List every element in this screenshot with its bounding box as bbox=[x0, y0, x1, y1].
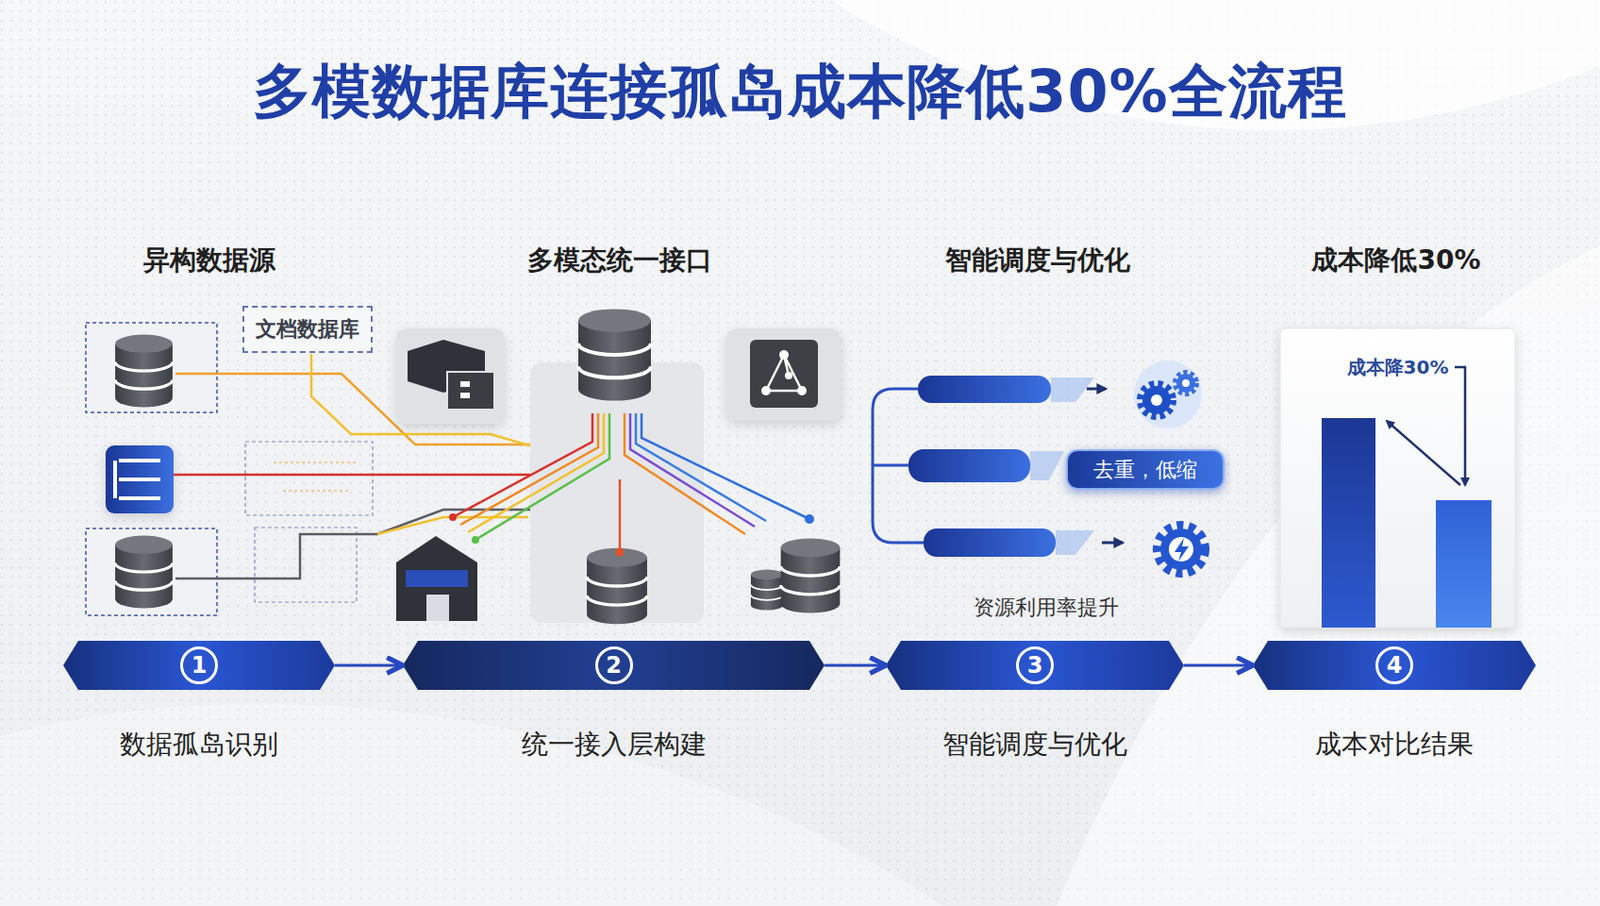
stage-heading: 智能调度与优化 bbox=[801, 244, 1274, 277]
step-connector bbox=[1183, 664, 1253, 667]
wire-dot bbox=[804, 514, 815, 524]
database-icon bbox=[115, 334, 173, 408]
motion-tail bbox=[1030, 450, 1065, 481]
step-caption: 数据孤岛识别 bbox=[119, 726, 279, 763]
structured-data-lines bbox=[115, 460, 161, 499]
page-title: 多模数据库连接孤岛成本降低30%全流程 bbox=[0, 56, 1600, 127]
graph-vertex bbox=[797, 385, 807, 396]
stage-heading: 成本降低30% bbox=[1160, 244, 1600, 277]
process-pill bbox=[923, 528, 1056, 557]
step-band: 3智能调度与优化 bbox=[885, 640, 1184, 690]
chevron-band bbox=[402, 640, 825, 690]
warehouse-door bbox=[426, 594, 450, 621]
bar-after bbox=[1435, 500, 1492, 628]
scheduling-illustration bbox=[872, 360, 1205, 573]
graph-edges bbox=[766, 354, 802, 391]
graph-vertex bbox=[784, 371, 793, 380]
step-number: 1 bbox=[180, 646, 218, 684]
process-pill bbox=[917, 375, 1051, 403]
warehouse-window bbox=[405, 569, 468, 587]
dashed-wire bbox=[273, 462, 359, 491]
process-pill: 去重，低缩 bbox=[1066, 449, 1225, 490]
chart-panel bbox=[1280, 328, 1516, 628]
step-band: 4成本对比结果 bbox=[1252, 640, 1536, 690]
fan-wires bbox=[452, 413, 810, 552]
chevron-band bbox=[1252, 640, 1536, 690]
package-detail bbox=[460, 392, 470, 399]
database-icon bbox=[750, 568, 784, 610]
cost-chart bbox=[1280, 328, 1516, 628]
power-gear-icon bbox=[1160, 528, 1202, 570]
data-wire bbox=[618, 479, 622, 552]
structured-data-icon bbox=[105, 445, 174, 514]
chart-panel: 成本降30% bbox=[1280, 328, 1516, 628]
gear-hole bbox=[1168, 536, 1194, 562]
data-wire bbox=[467, 413, 604, 533]
warehouse-icon bbox=[396, 535, 478, 621]
wire-dot bbox=[616, 548, 625, 557]
gear-hole bbox=[1150, 394, 1163, 406]
gear-teeth bbox=[1157, 525, 1205, 573]
graph-vertex bbox=[761, 385, 771, 396]
dashed-frame bbox=[85, 528, 217, 616]
small-arrow bbox=[1086, 387, 1106, 391]
step-number: 2 bbox=[595, 646, 634, 684]
step-number: 4 bbox=[1375, 646, 1414, 684]
database-icon bbox=[586, 548, 648, 625]
package-icon bbox=[447, 371, 495, 410]
stage-heading: 异构数据源 bbox=[0, 244, 446, 277]
graph-vertex bbox=[779, 350, 789, 360]
wire-dot bbox=[449, 513, 457, 521]
process-pill bbox=[908, 449, 1031, 483]
dashed-frame bbox=[254, 527, 357, 602]
step-connector bbox=[334, 664, 403, 667]
gear-teeth bbox=[1175, 372, 1197, 394]
reduction-arrow bbox=[1386, 420, 1461, 485]
icon-card bbox=[726, 328, 842, 421]
database-icon bbox=[781, 537, 841, 613]
background-swoosh bbox=[0, 703, 944, 906]
interface-illustration bbox=[396, 308, 842, 624]
gear-icon bbox=[1176, 373, 1196, 393]
step-connector bbox=[824, 664, 886, 667]
note-label: 资源利用率提升 bbox=[810, 595, 1283, 620]
wire-dot bbox=[471, 535, 480, 544]
database-icon bbox=[115, 535, 173, 609]
dashed-frame bbox=[85, 322, 217, 413]
small-arrow bbox=[1101, 541, 1123, 545]
chevron-band bbox=[885, 640, 1184, 690]
gear-icon bbox=[1142, 385, 1171, 415]
process-name: 去重，低缩 bbox=[1093, 455, 1198, 484]
source-box: 文档数据库 bbox=[242, 305, 373, 353]
data-wire bbox=[630, 413, 755, 527]
stage-heading: 多模态统一接口 bbox=[383, 244, 856, 277]
step-caption: 成本对比结果 bbox=[1315, 726, 1474, 763]
step-number: 3 bbox=[1016, 646, 1054, 684]
gear-hole bbox=[1182, 379, 1190, 387]
chevron-band bbox=[63, 640, 335, 690]
source-icons bbox=[85, 322, 373, 616]
motion-tail bbox=[1055, 530, 1095, 555]
graph-db-icon bbox=[750, 339, 818, 408]
gear-teeth bbox=[1140, 383, 1173, 417]
step-caption: 智能调度与优化 bbox=[942, 726, 1128, 763]
step-band: 2统一接入层构建 bbox=[402, 640, 825, 690]
package-detail bbox=[460, 381, 470, 387]
source-name: 文档数据库 bbox=[255, 315, 360, 344]
data-wire bbox=[475, 413, 610, 540]
data-wire bbox=[641, 413, 810, 519]
central-database bbox=[578, 308, 651, 400]
background-swoosh bbox=[1056, 245, 1600, 906]
step-band: 1数据孤岛识别 bbox=[63, 640, 335, 690]
icon-halo bbox=[1133, 360, 1202, 429]
icon-card bbox=[396, 328, 505, 424]
lightning-symbol bbox=[1174, 537, 1189, 562]
chart-note: 成本降30% bbox=[1280, 354, 1516, 381]
reduction-arrow bbox=[1454, 366, 1466, 485]
dashed-frame bbox=[245, 441, 373, 516]
bar-before bbox=[1321, 417, 1376, 628]
step-caption: 统一接入层构建 bbox=[521, 726, 707, 763]
